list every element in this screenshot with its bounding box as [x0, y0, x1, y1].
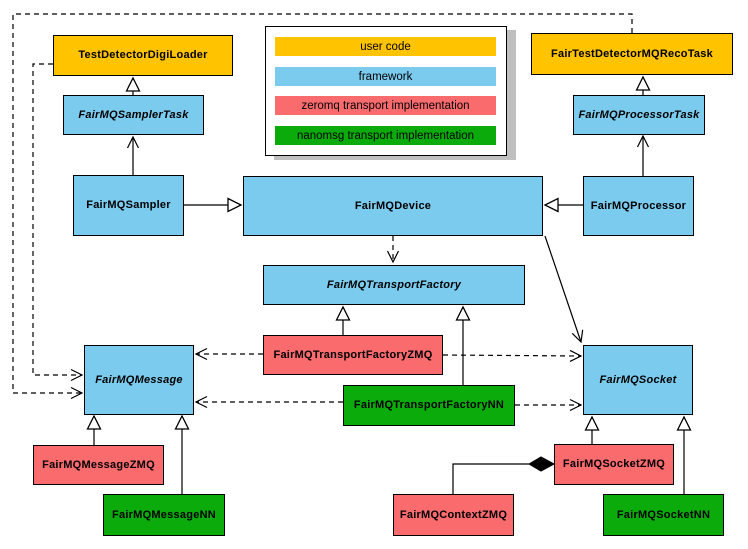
node-fairmqsocket: FairMQSocket	[583, 345, 693, 415]
node-fairmqcontextzmq: FairMQContextZMQ	[393, 494, 514, 536]
legend-label-framework: framework	[358, 70, 413, 83]
legend-item-framework: framework	[275, 67, 496, 86]
edge-contextzmq-socketzmq	[452, 463, 529, 495]
node-fairmqdevice: FairMQDevice	[243, 176, 543, 236]
node-fairmqtransportfactorynn: FairMQTransportFactoryNN	[343, 385, 515, 426]
node-fairmqprocessor: FairMQProcessor	[583, 176, 694, 236]
legend-item-nanomsg: nanomsg transport implementation	[275, 126, 496, 145]
edge-tfzmq-socket	[442, 349, 583, 362]
node-fairmqprocessortask: FairMQProcessorTask	[573, 95, 705, 135]
edge-digiloader-message	[32, 63, 84, 382]
node-fairmqmessagenn: FairMQMessageNN	[103, 494, 225, 536]
node-fairtestdetectormqrecotask: FairTestDetectorMQRecoTask	[531, 33, 733, 75]
node-fairmqtransportfactory: FairMQTransportFactory	[263, 265, 525, 305]
edge-recotask-message	[12, 13, 633, 400]
node-fairmqsampler: FairMQSampler	[73, 175, 184, 236]
legend-item-user-code: user code	[275, 37, 496, 56]
node-fairmqsocketnn: FairMQSocketNN	[603, 494, 724, 536]
node-fairmqtransportfactoryzmq: FairMQTransportFactoryZMQ	[263, 335, 443, 375]
node-fairmqsamplertask: FairMQSamplerTask	[63, 95, 204, 135]
node-fairmqmessagezmq: FairMQMessageZMQ	[33, 445, 164, 485]
legend-label-user-code: user code	[360, 40, 411, 53]
composition-diamond	[528, 456, 556, 472]
legend-item-zeromq: zeromq transport implementation	[275, 96, 496, 115]
edge-device-socket	[544, 235, 584, 344]
legend-label-zeromq: zeromq transport implementation	[301, 99, 470, 112]
legend-box: user code framework zeromq transport imp…	[265, 26, 507, 156]
node-testdetectordigiloader: TestDetectorDigiLoader	[53, 35, 233, 76]
node-fairmqmessage: FairMQMessage	[84, 345, 194, 415]
legend-label-nanomsg: nanomsg transport implementation	[296, 129, 475, 142]
node-fairmqsocketzmq: FairMQSocketZMQ	[554, 444, 674, 485]
